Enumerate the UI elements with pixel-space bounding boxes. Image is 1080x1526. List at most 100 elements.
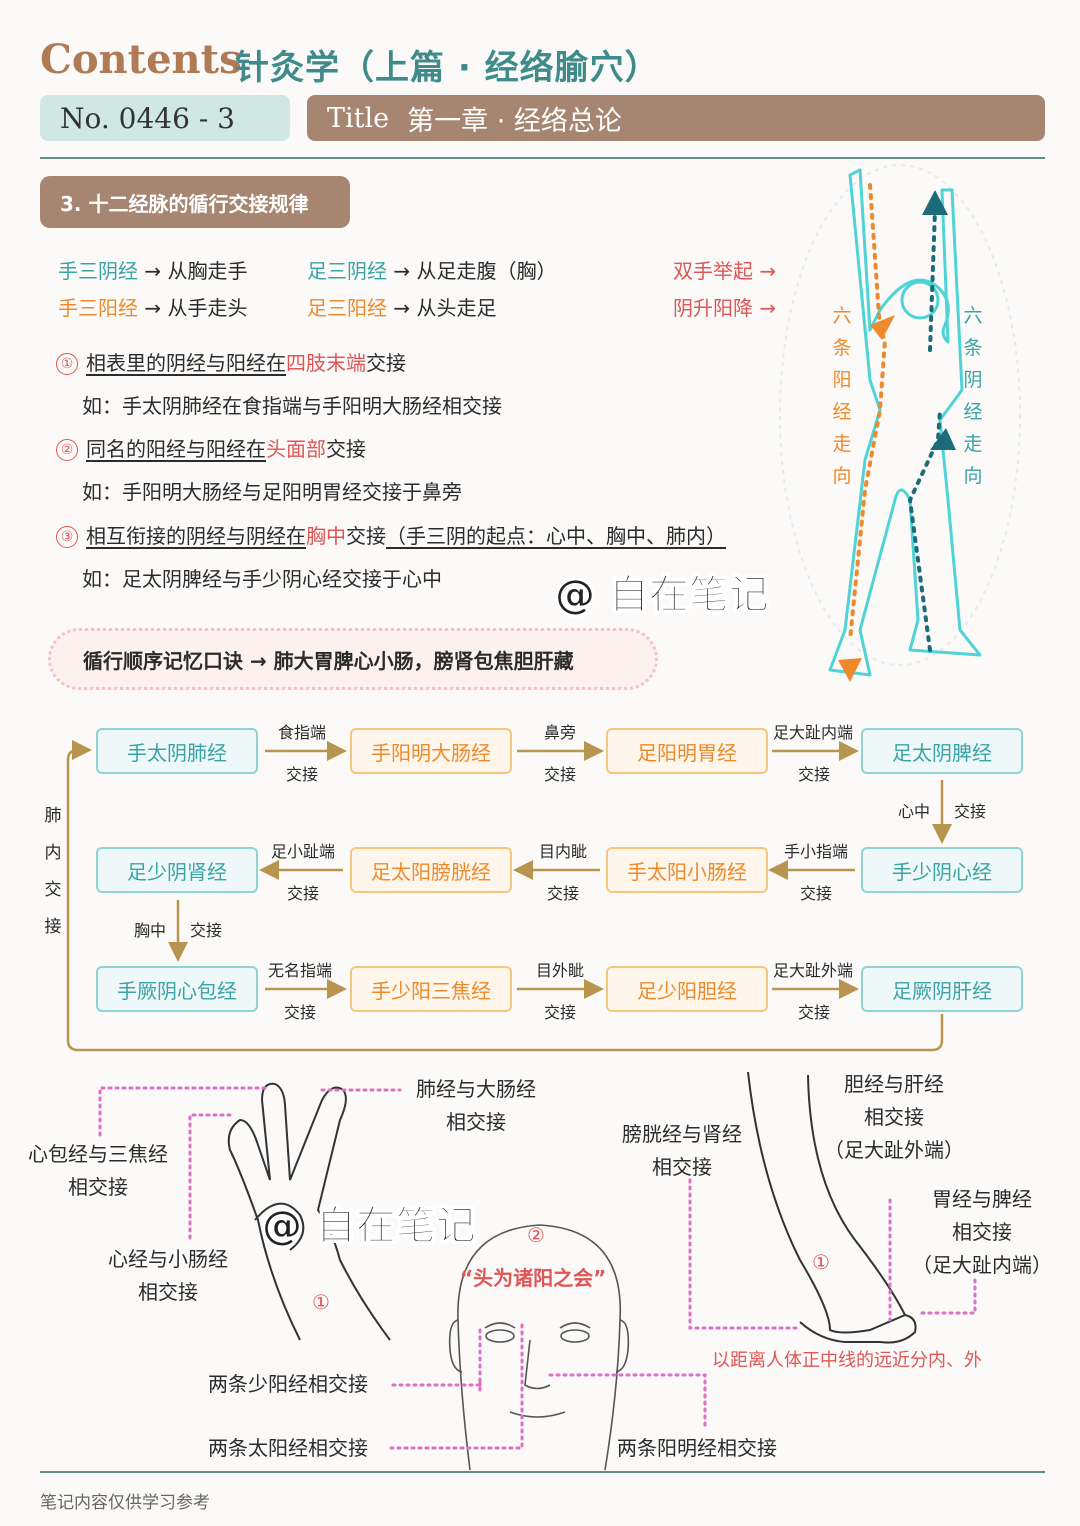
edge-word: 交接 xyxy=(189,921,222,940)
section-title: 3. 十二经脉的循行交接规律 xyxy=(60,191,309,216)
rule-arrow: → xyxy=(144,259,162,283)
foot-note: 以距离人体正中线的远近分内、外 xyxy=(712,1350,982,1371)
rule-path: 从头走足 xyxy=(416,296,497,320)
loop-label: 肺内交接 xyxy=(44,806,62,937)
illustration-layer xyxy=(98,1071,977,1471)
label-heart-small-intestine: 心经与小肠经 相交接 xyxy=(108,1243,228,1309)
edge-word: 交接 xyxy=(799,884,832,903)
flow-node: 足阳明胃经 xyxy=(606,728,768,774)
yin-direction-label: 六条阴经走向 xyxy=(963,305,983,487)
mnemonic-text: 循行顺序记忆口诀 → 肺大胃脾心小肠，膀肾包焦胆肝藏 xyxy=(83,648,574,673)
yang-direction-label: 六条阳经走向 xyxy=(832,305,852,487)
rule-path: 从胸走手 xyxy=(167,259,248,283)
point-1-example: 如：手太阴肺经在食指端与手阳明大肠经相交接 xyxy=(82,394,502,418)
header-divider xyxy=(40,157,1045,159)
contents-heading: Contents xyxy=(40,36,242,83)
edge-word: 交接 xyxy=(797,1003,830,1022)
watermark-2: @ 自在笔记 xyxy=(262,1203,477,1250)
footer-divider xyxy=(40,1471,1045,1473)
caption: 胆经与肝经 相交接 （足大趾外端） xyxy=(824,1072,964,1162)
point-highlight: 胸中 xyxy=(306,524,346,548)
point-2: ② 同名的阳经与阳经在头面部交接 xyxy=(56,433,366,462)
edge-word: 交接 xyxy=(546,884,579,903)
rule-foot-yang: 足三阳经 → 从头走足 xyxy=(307,292,496,321)
rule-path: 从足走腹（胸） xyxy=(416,259,557,283)
edge-place: 目外眦 xyxy=(535,961,584,980)
rule-arrow: → xyxy=(144,296,162,320)
point-3-example: 如：足太阴脾经与手少阴心经交接于心中 xyxy=(82,567,442,591)
edge-word: 交接 xyxy=(283,1003,316,1022)
edge-word: 交接 xyxy=(543,1003,576,1022)
point-lead: 相互衔接的阴经与阴经在 xyxy=(86,524,306,548)
side-note-raise-hands: 双手举起 → xyxy=(673,259,777,283)
point-number: ③ xyxy=(56,526,78,548)
chapter-title: 第一章 · 经络总论 xyxy=(407,105,622,137)
rule-meridian: 手三阳经 xyxy=(58,296,138,320)
flow-node: 足少阴肾经 xyxy=(96,847,258,893)
label-taiyang: 两条太阳经相交接 xyxy=(208,1436,368,1460)
body-meridian-figure xyxy=(779,164,1021,682)
rule-hand-yang: 手三阳经 → 从手走头 xyxy=(58,292,247,321)
head-number: ② xyxy=(527,1223,545,1247)
point-tail: 交接 xyxy=(326,437,366,461)
note-number-badge: No. 0446 - 3 xyxy=(40,95,290,141)
caption: 心包经与三焦经 相交接 xyxy=(28,1142,168,1199)
watermark: @ 自在笔记 xyxy=(555,572,770,619)
flow-node: 手太阳小肠经 xyxy=(606,847,768,893)
caption: 心经与小肠经 相交接 xyxy=(108,1247,228,1304)
title-label: Title xyxy=(327,102,390,134)
rule-foot-yin: 足三阴经 → 从足走腹（胸） xyxy=(307,255,556,284)
flow-node: 足太阴脾经 xyxy=(861,728,1023,774)
point-2-example: 如：手阳明大肠经与足阳明胃经交接于鼻旁 xyxy=(82,480,462,504)
flow-node: 足少阳胆经 xyxy=(606,966,768,1012)
edge-place: 目内眦 xyxy=(538,842,587,861)
edge-place: 手小指端 xyxy=(783,842,848,861)
flow-node: 手少阳三焦经 xyxy=(350,966,512,1012)
rule-arrow: → xyxy=(393,259,411,283)
label-pericardium-sanjiao: 心包经与三焦经 相交接 xyxy=(28,1138,168,1204)
edge-word: 交接 xyxy=(543,765,576,784)
label-bladder-kidney: 膀胱经与肾经 相交接 xyxy=(622,1118,742,1184)
label-stomach-spleen: 胃经与脾经 相交接 （足大趾内端） xyxy=(912,1183,1052,1282)
point-lead: 同名的阳经与阳经在 xyxy=(86,437,266,461)
caption: 肺经与大肠经 相交接 xyxy=(416,1077,536,1134)
flow-node: 足厥阴肝经 xyxy=(861,966,1023,1012)
foot-number: ① xyxy=(812,1250,830,1274)
flow-node: 手少阴心经 xyxy=(861,847,1023,893)
point-highlight: 四肢末端 xyxy=(286,351,366,375)
edge-word: 交接 xyxy=(797,765,830,784)
edge-word: 交接 xyxy=(285,765,318,784)
book-title: 针灸学（上篇 · 经络腧穴） xyxy=(235,48,660,88)
side-note-yin-up-yang-down: 阴升阳降 → xyxy=(673,296,777,320)
point-highlight: 头面部 xyxy=(266,437,326,461)
label-lung-large-intestine: 肺经与大肠经 相交接 xyxy=(416,1073,536,1139)
edge-word: 交接 xyxy=(953,802,986,821)
hand-number: ① xyxy=(312,1290,330,1314)
head-illustration xyxy=(448,1224,630,1471)
flow-node: 手厥阴心包经 xyxy=(96,966,258,1012)
edge-place: 足大趾外端 xyxy=(772,961,853,980)
flow-node: 手阳明大肠经 xyxy=(350,728,512,774)
flow-node: 手太阴肺经 xyxy=(96,728,258,774)
point-extra: （手三阴的起点：心中、胸中、肺内） xyxy=(386,524,726,548)
edge-place: 足大趾内端 xyxy=(772,723,853,742)
rule-hand-yin: 手三阴经 → 从胸走手 xyxy=(58,255,247,284)
edge-place: 食指端 xyxy=(277,723,326,742)
footer-note: 笔记内容仅供学习参考 xyxy=(40,1493,210,1513)
label-shaoyang: 两条少阳经相交接 xyxy=(208,1372,368,1396)
hand-illustration xyxy=(227,1082,391,1341)
point-number: ② xyxy=(56,439,78,461)
edge-word: 交接 xyxy=(286,884,319,903)
mnemonic-banner: 循行顺序记忆口诀 → 肺大胃脾心小肠，膀肾包焦胆肝藏 xyxy=(48,628,658,690)
chapter-title-bar: Title 第一章 · 经络总论 xyxy=(307,95,1045,141)
rule-meridian: 足三阳经 xyxy=(307,296,387,320)
edge-place: 胸中 xyxy=(133,921,166,940)
rule-meridian: 手三阴经 xyxy=(58,259,138,283)
caption: 胃经与脾经 相交接 （足大趾内端） xyxy=(912,1187,1052,1277)
point-lead: 相表里的阴经与阳经在 xyxy=(86,351,286,375)
label-yangming: 两条阳明经相交接 xyxy=(617,1436,777,1460)
edge-place: 鼻旁 xyxy=(543,723,576,742)
section-heading: 3. 十二经脉的循行交接规律 xyxy=(40,176,350,228)
